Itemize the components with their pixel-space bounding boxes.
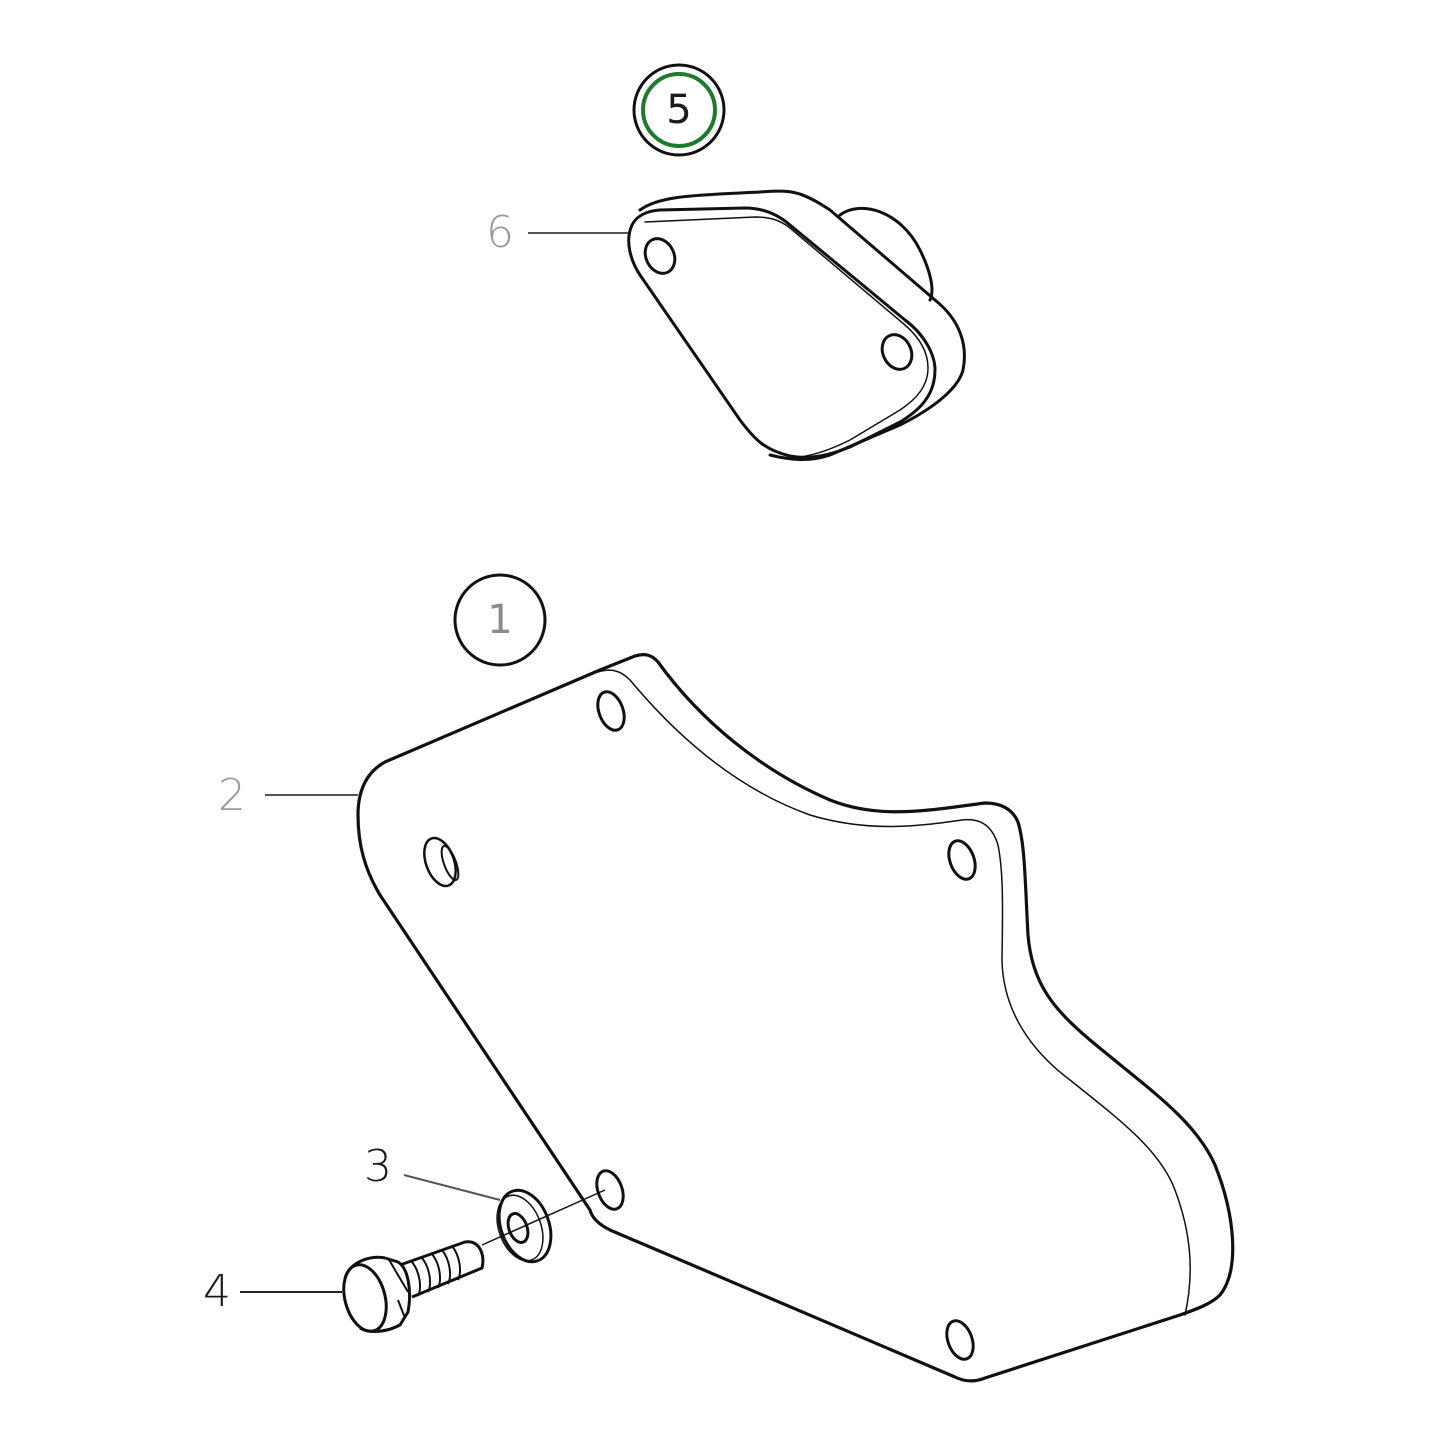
callout-1-circle[interactable]	[453, 573, 547, 667]
leader-line-3	[403, 1174, 501, 1201]
part-6-small-cover-plate[interactable]	[627, 189, 966, 461]
part-3-washer[interactable]	[489, 1183, 561, 1269]
part-label-6: 6	[486, 207, 514, 258]
part-label-4: 4	[203, 1266, 231, 1317]
part-label-3: 3	[364, 1141, 392, 1192]
part-2-large-cover-plate[interactable]	[356, 653, 1235, 1383]
part-4-hex-bolt[interactable]	[337, 1240, 485, 1336]
part-label-2: 2	[218, 770, 246, 821]
callout-1-number: 1	[487, 597, 513, 643]
callout-5-number: 5	[666, 87, 692, 133]
callout-5-circle[interactable]	[632, 63, 726, 157]
